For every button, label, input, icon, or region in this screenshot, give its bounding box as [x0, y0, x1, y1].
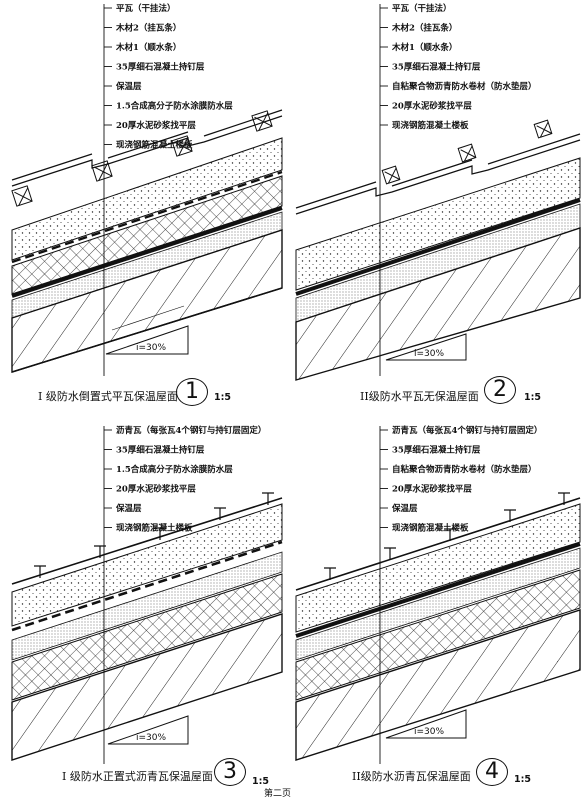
- panel-3-layer-label: 35厚细石混凝土持钉层: [116, 445, 205, 456]
- panel-2-slope: i=30%: [414, 349, 444, 359]
- panel-3-section: [11, 426, 283, 764]
- panel-2-caption: II级防水平瓦无保温屋面: [360, 390, 479, 403]
- panel-1-number: 1: [176, 378, 208, 406]
- panel-2-number: 2: [484, 376, 516, 404]
- panel-4-slope: i=30%: [414, 727, 444, 737]
- panel-1-layer-label: 木材2（挂瓦条）: [115, 23, 181, 34]
- panel-2-layer-label: 木材1（顺水条）: [391, 42, 457, 53]
- panel-3-layer-label: 1.5合成高分子防水涂膜防水层: [116, 464, 233, 475]
- panel-2-layer-label: 20厚水泥砂浆找平层: [392, 101, 472, 112]
- panel-2-layer-label: 现浇钢筋混凝土楼板: [392, 120, 469, 131]
- panel-1-scale: 1:5: [214, 392, 232, 403]
- panel-4-layer-label: 保温层: [391, 503, 418, 514]
- panel-4-layer-label: 35厚细石混凝土持钉层: [392, 445, 481, 456]
- panel-2-layer-label: 木材2（挂瓦条）: [391, 23, 457, 34]
- panel-4-layer-label: 沥青瓦（每张瓦4个钢钉与持钉层固定）: [392, 425, 542, 436]
- panel-4-section: [295, 426, 581, 764]
- panel-4-number: 4: [476, 758, 508, 786]
- panel-2-scale: 1:5: [524, 392, 542, 403]
- layer-labels: 平瓦（干挂法）木材2（挂瓦条）木材1（顺水条）35厚细石混凝土持钉层保温层1.5…: [104, 3, 542, 534]
- panel-3-scale: 1:5: [252, 776, 270, 787]
- panel-1-layer-label: 保温层: [115, 81, 142, 92]
- panel-2-layer-label: 35厚细石混凝土持钉层: [392, 62, 481, 73]
- panel-3-caption: I 级防水正置式沥青瓦保温屋面: [62, 770, 213, 783]
- panel-1-layer-label: 20厚水泥砂浆找平层: [116, 120, 196, 131]
- panel-4-layer-label: 20厚水泥砂浆找平层: [392, 484, 472, 495]
- panel-1-layer-label: 1.5合成高分子防水涂膜防水层: [116, 101, 233, 112]
- panel-1-slope: i=30%: [136, 343, 166, 353]
- panel-2-section: [295, 4, 581, 381]
- panel-3-layer-label: 现浇钢筋混凝土楼板: [116, 523, 193, 534]
- panel-4-layer-label: 自粘聚合物沥青防水卷材（防水垫层）: [392, 464, 537, 475]
- panel-1-layer-label: 平瓦（干挂法）: [116, 3, 176, 14]
- panel-2-layer-label: 平瓦（干挂法）: [392, 3, 452, 14]
- panel-1-caption: I 级防水倒置式平瓦保温屋面: [38, 390, 178, 403]
- panel-1-layer-label: 现浇钢筋混凝土楼板: [116, 140, 193, 151]
- panel-3-layer-label: 保温层: [115, 503, 142, 514]
- panel-4-layer-label: 现浇钢筋混凝土楼板: [392, 523, 469, 534]
- panel-3-number: 3: [214, 758, 246, 786]
- panel-3-layer-label: 20厚水泥砂浆找平层: [116, 484, 196, 495]
- panel-1-layer-label: 35厚细石混凝土持钉层: [116, 62, 205, 73]
- panel-4-caption: II级防水沥青瓦保温屋面: [352, 770, 471, 783]
- panel-1-layer-label: 木材1（顺水条）: [115, 42, 181, 53]
- panel-4-scale: 1:5: [514, 774, 532, 785]
- page-label: 第二页: [264, 789, 292, 799]
- panel-3-layer-label: 沥青瓦（每张瓦4个钢钉与持钉层固定）: [116, 425, 266, 436]
- panel-2-layer-label: 自粘聚合物沥青防水卷材（防水垫层）: [392, 81, 537, 92]
- panel-3-slope: i=30%: [136, 733, 166, 743]
- panel-1-section: [11, 4, 283, 376]
